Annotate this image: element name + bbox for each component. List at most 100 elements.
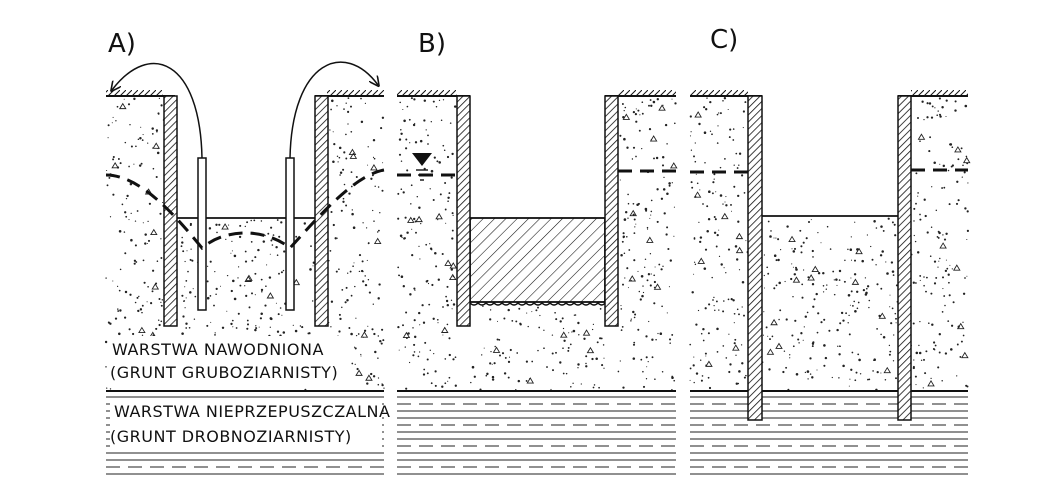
sand-grain [213,304,215,307]
sand-grain [379,212,381,214]
sand-grain [840,311,844,315]
sand-grain [627,217,629,219]
sand-grain [215,223,218,226]
sand-grain [921,100,924,103]
ground-hatch-b-right [618,90,676,96]
sand-grain [367,325,369,327]
sand-grain [426,279,429,282]
sand-grain [264,304,267,307]
sand-grain [627,202,630,205]
sand-grain [771,335,774,338]
sand-grain [378,229,380,232]
sand-grain [427,134,429,137]
sand-grain [723,97,727,100]
sand-grain [434,370,437,373]
sand-grain [117,310,120,312]
sand-grain [816,369,818,371]
sand-grain [491,363,493,365]
gravel-grain [792,276,801,283]
sand-grain [767,335,769,337]
sand-grain [377,297,380,300]
sand-grain [696,182,699,185]
sand-grain [619,134,622,137]
sand-grain [350,185,353,188]
panel-label-a: A) [108,29,136,59]
sand-grain [915,282,917,284]
sand-grain [527,325,529,328]
sand-grain [184,286,186,288]
sand-grain [402,324,404,327]
sand-grain [515,320,518,323]
sand-grain [876,283,879,286]
sand-grain [442,144,445,147]
sand-grain [929,255,932,257]
sand-grain [884,378,887,381]
sand-grain [870,245,872,248]
sand-grain [700,332,703,335]
sand-grain [400,188,403,190]
sand-grain [741,281,745,284]
sand-grain [517,379,521,383]
sand-grain [431,283,434,287]
sand-grain [792,250,796,253]
sand-grain [737,382,740,385]
sand-grain [948,203,951,206]
sand-grain [795,373,799,376]
sand-grain [437,322,439,324]
sand-grain [404,216,407,219]
sand-grain [648,320,650,323]
sand-grain [345,204,348,207]
sand-grain [380,342,383,345]
sand-grain [189,291,192,294]
sand-grain [806,370,810,373]
sand-grain [129,124,131,126]
sand-grain [438,99,441,102]
sand-grain [237,266,240,268]
sand-grain [441,252,444,256]
sand-grain [694,263,697,266]
gravel-grain [355,369,363,376]
sand-grain [693,261,696,263]
sand-grain [402,285,405,288]
sand-grain [879,254,883,257]
sand-grain [665,233,668,236]
sand-grain [301,326,304,329]
sand-grain [729,363,732,366]
sand-grain [965,384,968,387]
sand-grain [571,331,573,333]
label-bg-aquifer [110,336,346,388]
sand-grain [451,212,454,215]
sand-grain [439,193,442,196]
sand-grain [942,164,946,168]
sand-grain [330,326,332,328]
sand-grain [934,344,937,347]
sand-grain [358,270,361,273]
sand-grain [150,302,153,305]
sand-grain [638,290,641,293]
sand-grain [941,380,943,382]
sand-grain [770,230,772,232]
sand-grain [926,102,929,105]
sand-grain [634,313,637,316]
sand-grain [454,384,457,387]
sand-grain [272,234,275,236]
sand-grain [836,284,838,286]
gravel-grain [118,102,127,110]
sand-grain [112,116,114,118]
sand-grain [729,128,732,131]
sand-grain [936,114,939,117]
gravel-grain [956,322,965,330]
sand-grain [158,97,161,100]
sand-grain [209,260,212,263]
sand-grain [660,268,663,271]
sand-grain [743,192,746,194]
sand-grain [275,302,277,304]
sand-grain [642,370,644,373]
sand-grain [768,368,771,371]
sand-grain [142,222,144,224]
sand-grain [347,97,350,99]
sand-grain [745,240,747,242]
sand-grain [189,224,192,227]
sand-grain [371,328,374,331]
sand-grain [888,344,891,347]
